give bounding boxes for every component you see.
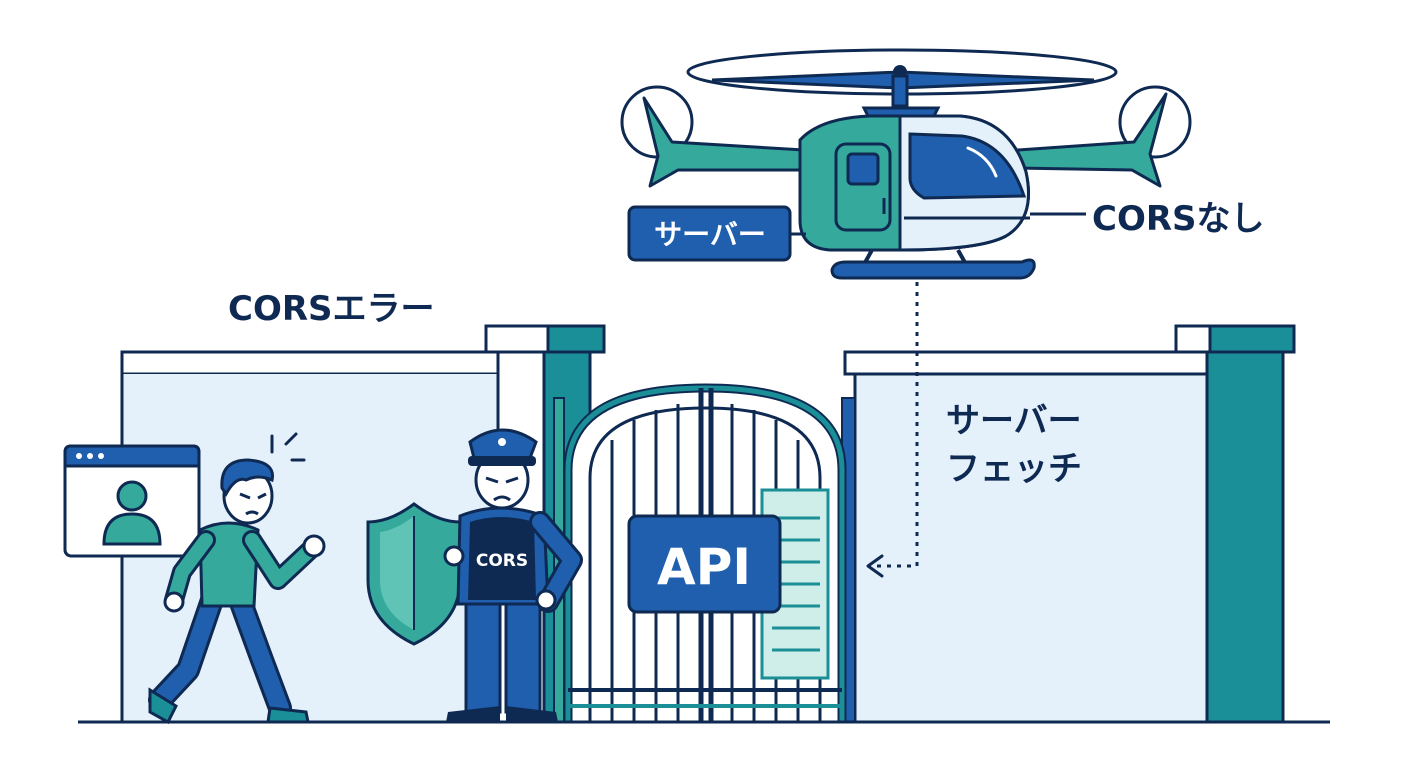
server-fetch-label-line1: サーバー <box>946 401 1082 441</box>
cors-none-label: CORSなし <box>1092 199 1265 239</box>
guard-badge-label: CORS <box>476 551 528 571</box>
helicopter <box>620 48 1192 280</box>
anger-marks <box>270 432 306 462</box>
cors-error-label: CORSエラー <box>228 289 435 329</box>
server-tag: サーバー <box>627 205 806 262</box>
server-tag-label: サーバー <box>654 218 766 251</box>
fetch-arrow <box>866 282 919 578</box>
api-sign: API <box>627 514 782 614</box>
frustrated-user <box>148 432 326 725</box>
right-wall <box>841 324 1296 724</box>
browser-window <box>63 444 201 558</box>
shield-icon <box>366 502 462 646</box>
security-guard: CORS <box>443 428 583 722</box>
api-sign-label: API <box>657 538 751 596</box>
server-fetch-label-line2: フェッチ <box>946 449 1082 489</box>
api-gate: API <box>563 383 847 722</box>
user-profile-icon <box>102 480 162 546</box>
